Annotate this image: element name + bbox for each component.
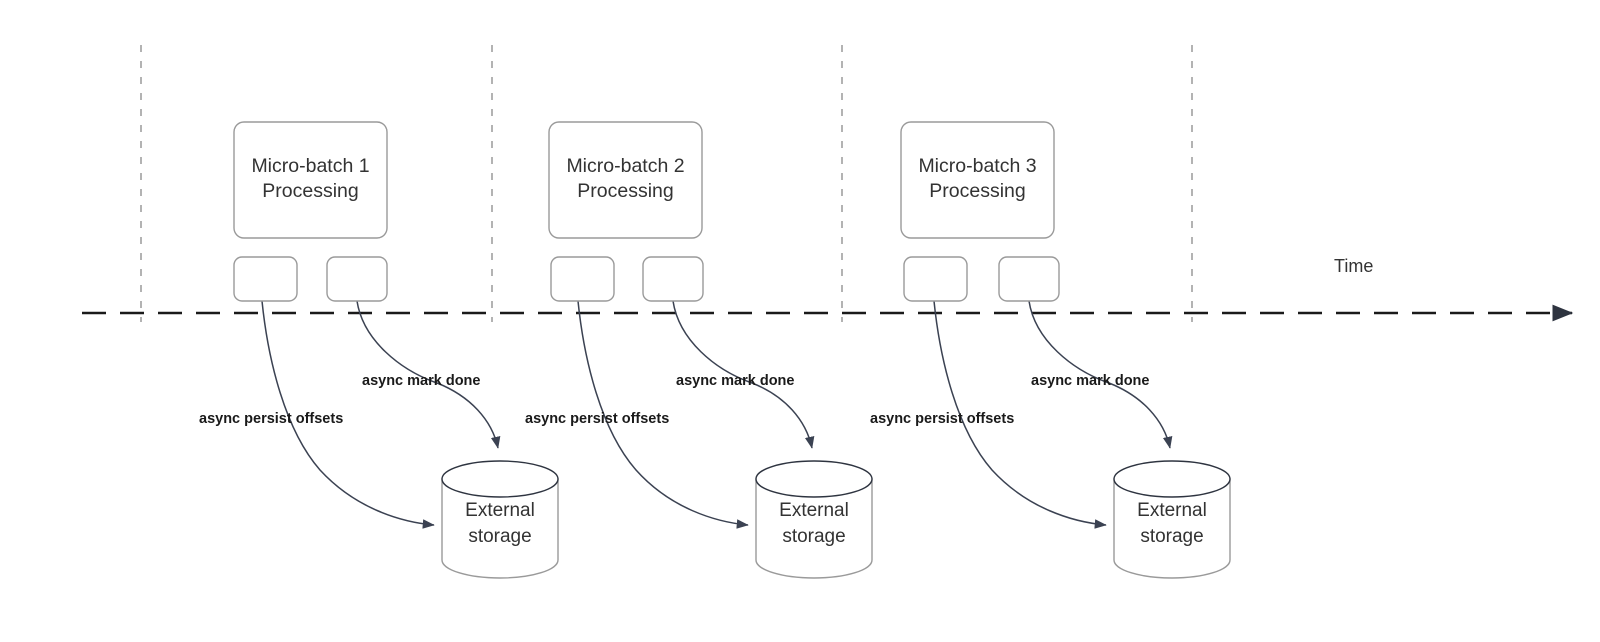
micro-batch-3-async-mark-done-edge-label: async mark done: [1031, 373, 1150, 389]
micro-batch-1-storage-label: External storage: [465, 499, 535, 547]
micro-batch-3-storage-label: External storage: [1137, 499, 1207, 547]
micro-batch-2-async-persist-offsets-edge-label: async persist offsets: [525, 411, 670, 427]
micro-batch-3-storage-top: [1113, 460, 1231, 498]
micro-batch-1-box[interactable]: [233, 121, 388, 239]
micro-batch-1-async-persist-offsets-edge: [261, 300, 435, 529]
shapes-group: [233, 121, 1231, 579]
micro-batch-1-async-mark-done-edge: [356, 300, 501, 449]
micro-batch-3-box[interactable]: [900, 121, 1055, 239]
time-axis-label: Time: [1334, 256, 1374, 276]
micro-batch-3-offset-task[interactable]: [903, 256, 968, 302]
micro-batch-1-storage-body[interactable]: [441, 478, 559, 579]
micro-batch-3-async-persist-offsets-edge: [933, 300, 1107, 529]
micro-batch-1-async-persist-offsets-edge-label: async persist offsets: [199, 411, 344, 427]
micro-batch-3-mark-task[interactable]: [998, 256, 1060, 302]
micro-batch-2-mark-task[interactable]: [642, 256, 704, 302]
micro-batch-3-storage-body[interactable]: [1113, 478, 1231, 579]
micro-batch-2-async-persist-offsets-edge: [577, 300, 749, 529]
micro-batch-3-async-mark-done-edge: [1028, 300, 1173, 449]
micro-batch-1-async-mark-done-edge-label: async mark done: [362, 373, 481, 389]
micro-batch-2-storage-label: External storage: [779, 499, 849, 547]
micro-batch-2-offset-task[interactable]: [550, 256, 615, 302]
lifelines-group: [140, 45, 1193, 322]
micro-batch-2-box[interactable]: [548, 121, 703, 239]
edges-group: [261, 300, 1173, 529]
micro-batch-1-offset-task[interactable]: [233, 256, 298, 302]
micro-batch-2-async-mark-done-edge-label: async mark done: [676, 373, 795, 389]
micro-batch-1-storage-top: [441, 460, 559, 498]
micro-batch-2-async-mark-done-edge: [672, 300, 815, 449]
micro-batch-2-storage-body[interactable]: [755, 478, 873, 579]
micro-batch-3-async-persist-offsets-edge-label: async persist offsets: [870, 411, 1015, 427]
micro-batch-2-storage-top: [755, 460, 873, 498]
micro-batch-1-mark-task[interactable]: [326, 256, 388, 302]
